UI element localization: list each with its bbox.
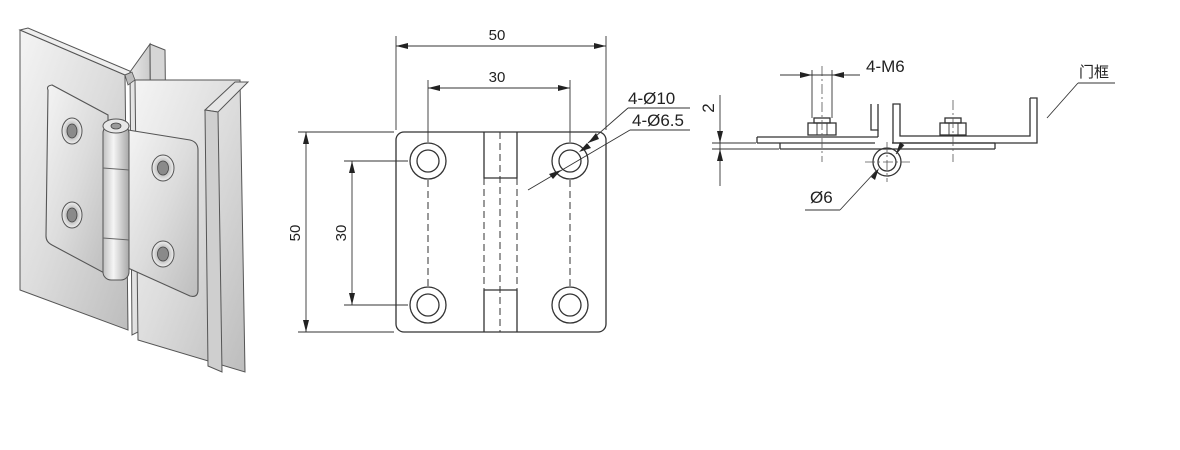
- callout-pin-diameter: Ø6: [810, 188, 833, 207]
- door-frame-profile: [892, 97, 1038, 144]
- leaf-outline: [395, 131, 607, 333]
- dim-hole-spacing-y: 30: [333, 225, 350, 242]
- bolt-right: [939, 100, 967, 162]
- dim-overall-height: 50: [287, 225, 304, 242]
- hinge-side-view: 4-M6 2 Ø6 门框: [699, 57, 1115, 211]
- leader-pin: [839, 170, 877, 211]
- hole-bottom-left: [409, 286, 447, 324]
- dim-overall-width: 50: [489, 27, 506, 44]
- pin-head: [110, 122, 122, 130]
- callout-counterbore: 4-Ø10: [628, 89, 675, 108]
- frame-gap: [124, 71, 136, 86]
- knuckle-split-bottom: [102, 237, 130, 241]
- leaf-right-hole-bottom-bore: [157, 246, 169, 262]
- knuckle-split-top: [102, 167, 130, 171]
- hinge-leaf-left: [45, 84, 109, 276]
- callout-through-hole: 4-Ø6.5: [632, 111, 684, 130]
- leaf-right-hole-top-bore: [157, 160, 169, 176]
- leader-door-frame: [1046, 82, 1079, 119]
- callout-screw: 4-M6: [866, 57, 905, 76]
- dim-hole-spacing-x: 30: [489, 69, 506, 86]
- bolt-left: [807, 66, 837, 162]
- hinge-3d-illustration: [18, 27, 250, 373]
- door-upright: [870, 104, 879, 131]
- hole-top-left: [409, 142, 447, 180]
- hinge-leaf-right: [127, 129, 199, 297]
- leaf-left-hole-bottom-bore: [66, 207, 78, 223]
- dim-thickness: 2: [699, 103, 718, 112]
- label-door-frame: 门框: [1079, 64, 1109, 81]
- hinge-front-view: 50 30 50 30 4-Ø10 4-Ø6.5: [287, 27, 690, 333]
- frame-flange-side: [204, 109, 223, 373]
- hole-bottom-right: [551, 286, 589, 324]
- hole-top-right: [551, 142, 589, 180]
- leader-through-hole: [527, 129, 631, 191]
- leaf-left-hole-top-bore: [66, 123, 78, 139]
- hinge-knuckle: [102, 124, 130, 281]
